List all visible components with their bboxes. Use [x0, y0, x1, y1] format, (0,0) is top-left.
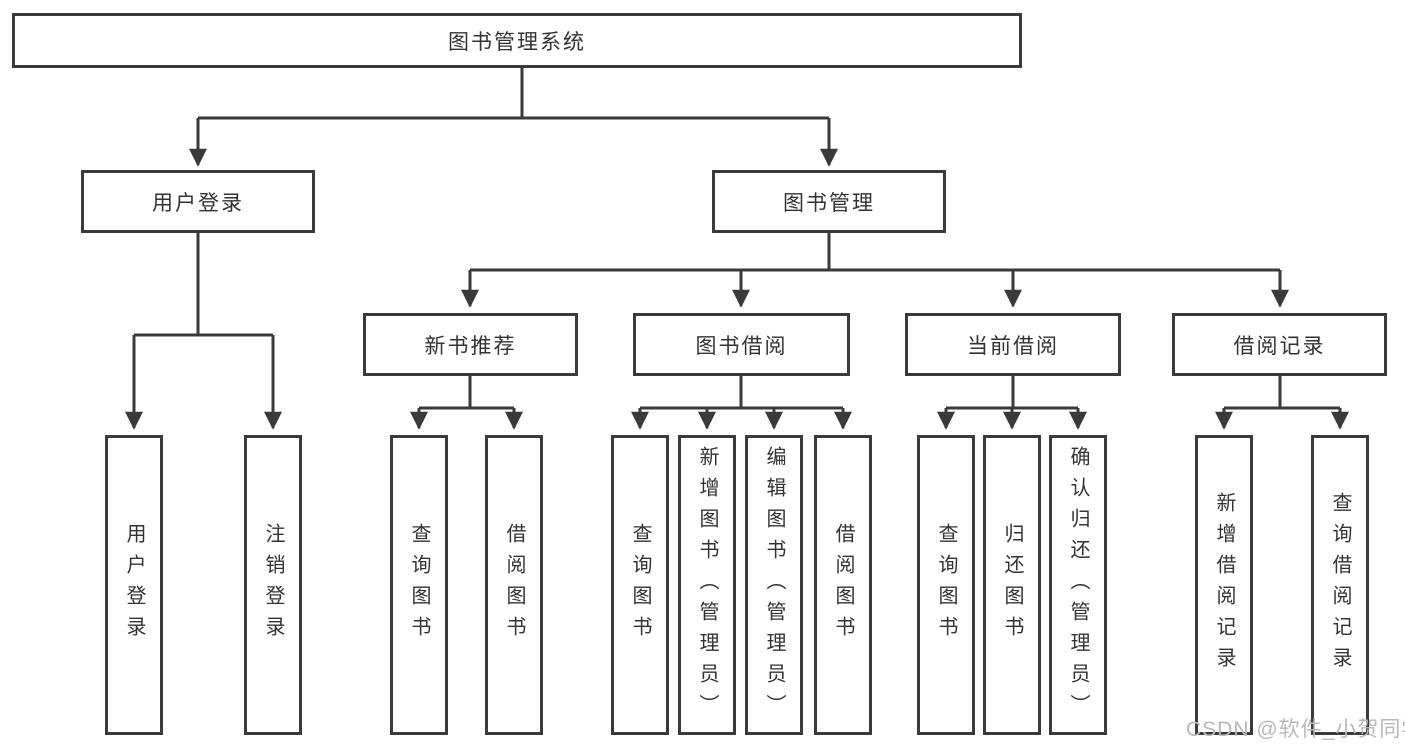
node-new-book-recommend: 新书推荐 [363, 313, 578, 376]
leaf-return-books: 归还图书 [983, 435, 1041, 735]
leaf-edit-books-admin-label: 编辑图书（管理员） [763, 445, 785, 725]
leaf-add-borrow-record-label: 新增借阅记录 [1213, 492, 1235, 678]
leaf-logout-label: 注销登录 [262, 523, 284, 647]
node-current-borrow-label: 当前借阅 [967, 334, 1059, 358]
node-borrow-records-label: 借阅记录 [1233, 334, 1326, 358]
leaf-query-books-recommend: 查询图书 [390, 435, 448, 735]
leaf-query-books-recommend-label: 查询图书 [408, 523, 430, 647]
leaf-edit-books-admin: 编辑图书（管理员） [745, 435, 803, 735]
leaf-query-borrow-record: 查询借阅记录 [1311, 435, 1369, 735]
leaf-query-books-current-label: 查询图书 [935, 523, 957, 647]
leaf-query-books-borrow-label: 查询图书 [629, 523, 651, 647]
leaf-user-login-label: 用户登录 [123, 523, 145, 647]
leaf-return-books-label: 归还图书 [1001, 523, 1023, 647]
leaf-query-books-current: 查询图书 [917, 435, 975, 735]
node-user-login: 用户登录 [81, 170, 315, 233]
leaf-confirm-return-admin-label: 确认归还（管理员） [1067, 445, 1089, 725]
leaf-add-books-admin: 新增图书（管理员） [678, 435, 736, 735]
leaf-borrow-books-recommend: 借阅图书 [485, 435, 543, 735]
node-user-login-label: 用户登录 [152, 191, 244, 215]
node-root-label: 图书管理系统 [448, 30, 586, 54]
leaf-confirm-return-admin: 确认归还（管理员） [1049, 435, 1107, 735]
leaf-borrow-books-label: 借阅图书 [832, 523, 854, 647]
node-book-management: 图书管理 [712, 170, 946, 233]
leaf-query-books-borrow: 查询图书 [611, 435, 669, 735]
node-current-borrow: 当前借阅 [905, 313, 1121, 376]
leaf-add-books-admin-label: 新增图书（管理员） [696, 445, 718, 725]
node-book-borrow: 图书借阅 [633, 313, 850, 376]
node-new-book-recommend-label: 新书推荐 [424, 334, 517, 358]
leaf-add-borrow-record: 新增借阅记录 [1195, 435, 1253, 735]
node-book-management-label: 图书管理 [783, 191, 875, 215]
node-root: 图书管理系统 [12, 13, 1022, 68]
leaf-borrow-books-recommend-label: 借阅图书 [503, 523, 525, 647]
node-book-borrow-label: 图书借阅 [695, 334, 788, 358]
leaf-user-login: 用户登录 [105, 435, 163, 735]
leaf-borrow-books: 借阅图书 [814, 435, 872, 735]
leaf-query-borrow-record-label: 查询借阅记录 [1329, 492, 1351, 678]
leaf-logout: 注销登录 [244, 435, 302, 735]
csdn-watermark: CSDN @软件_小贺同学 [1186, 718, 1405, 741]
node-borrow-records: 借阅记录 [1172, 313, 1387, 376]
